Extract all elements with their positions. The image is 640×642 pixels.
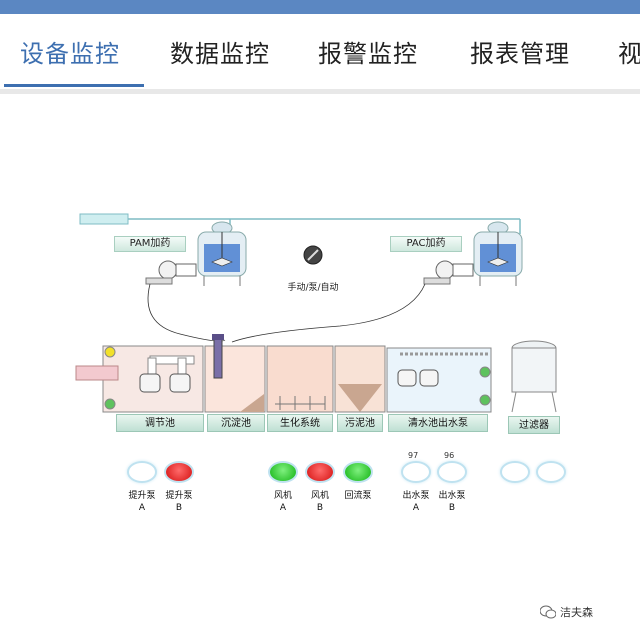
pam-dosing-line xyxy=(147,283,226,342)
outlet-pump-b-indicator[interactable] xyxy=(437,461,467,483)
pac-dosing-line xyxy=(231,283,426,343)
indicator-name: 风机 xyxy=(273,491,292,501)
watermark-text: 洁夫森 xyxy=(560,606,593,619)
filter-b-indicator[interactable] xyxy=(536,461,566,483)
filter-vessel xyxy=(511,340,557,413)
indicator-unit: B xyxy=(448,503,456,513)
pac-dosing-label: PAC加药 xyxy=(390,236,462,252)
indicator-name: 提升泵 xyxy=(165,491,193,501)
clear-water-tank xyxy=(386,347,492,413)
tank-label-clear-water: 清水池出水泵 xyxy=(388,414,488,432)
return-pump-indicator[interactable] xyxy=(343,461,373,483)
outlet-pump-b-label: 出水泵 B xyxy=(434,490,470,514)
fan-a-label: 风机 A xyxy=(265,490,301,514)
tab-alarm-monitor[interactable]: 报警监控 xyxy=(318,40,418,68)
process-diagram: PAM加药 PAC加药 手动/泵/自动 调节池 沉淀池 生化系统 污泥池 清水池… xyxy=(0,94,640,642)
tab-equipment-monitor[interactable]: 设备监控 xyxy=(20,40,120,68)
pac-pump xyxy=(423,260,474,285)
level-light-yellow xyxy=(104,346,116,358)
lift-pump-a-indicator[interactable] xyxy=(127,461,157,483)
tab-bar: 设备监控 数据监控 报警监控 报表管理 视 xyxy=(0,14,640,88)
tab-report-management[interactable]: 报表管理 xyxy=(470,40,570,68)
sedimentation-tank xyxy=(204,334,266,413)
tank-label-sludge: 污泥池 xyxy=(337,414,383,432)
filter-a-indicator[interactable] xyxy=(500,461,530,483)
outlet-pump-b-value: 96 xyxy=(444,451,455,460)
tank-label-sedimentation: 沉淀池 xyxy=(207,414,265,432)
indicator-unit: A xyxy=(279,503,287,513)
level-light-green xyxy=(479,394,491,406)
mode-switch-label: 手动/泵/自动 xyxy=(287,283,339,293)
top-bar xyxy=(0,0,640,14)
pam-dosing-label: PAM加药 xyxy=(114,236,186,252)
indicator-name: 出水泵 xyxy=(438,491,466,501)
indicator-name: 回流泵 xyxy=(344,491,372,501)
process-flow-graphic xyxy=(75,213,557,413)
indicator-name: 提升泵 xyxy=(128,491,156,501)
wechat-icon xyxy=(540,605,556,619)
indicator-unit: A xyxy=(138,503,146,513)
indicator-name: 出水泵 xyxy=(402,491,430,501)
active-tab-underline xyxy=(4,84,144,87)
return-pump-label: 回流泵 xyxy=(340,490,376,502)
divider xyxy=(0,89,640,94)
pam-pump xyxy=(145,260,197,285)
inlet-pipe xyxy=(79,213,129,225)
pac-mixing-tank xyxy=(473,221,523,286)
fan-b-label: 风机 B xyxy=(302,490,338,514)
tank-label-regulating: 调节池 xyxy=(116,414,204,432)
tab-data-monitor[interactable]: 数据监控 xyxy=(170,40,270,68)
mode-switch-knob-icon xyxy=(303,245,323,265)
lift-pump-b-label: 提升泵 B xyxy=(161,490,197,514)
tank-label-filter: 过滤器 xyxy=(508,416,560,434)
outlet-pump-a-indicator[interactable] xyxy=(401,461,431,483)
indicator-name: 风机 xyxy=(310,491,329,501)
tab-video[interactable]: 视 xyxy=(618,40,640,68)
watermark: 洁夫森 xyxy=(540,604,593,620)
sludge-tank xyxy=(334,345,386,413)
fan-b-indicator[interactable] xyxy=(305,461,335,483)
fan-a-indicator[interactable] xyxy=(268,461,298,483)
indicator-unit: B xyxy=(316,503,324,513)
lift-pump-b-indicator[interactable] xyxy=(164,461,194,483)
outlet-pump-a-label: 出水泵 A xyxy=(398,490,434,514)
level-light-green xyxy=(104,398,116,410)
indicator-unit: B xyxy=(175,503,183,513)
tank-label-biochemical: 生化系统 xyxy=(267,414,333,432)
outlet-pump-a-value: 97 xyxy=(408,451,419,460)
lift-pump-a-label: 提升泵 A xyxy=(124,490,160,514)
pam-mixing-tank xyxy=(197,221,247,286)
indicator-unit: A xyxy=(412,503,420,513)
level-light-green xyxy=(479,366,491,378)
biochemical-tank xyxy=(266,345,334,413)
regulating-tank xyxy=(75,345,204,413)
